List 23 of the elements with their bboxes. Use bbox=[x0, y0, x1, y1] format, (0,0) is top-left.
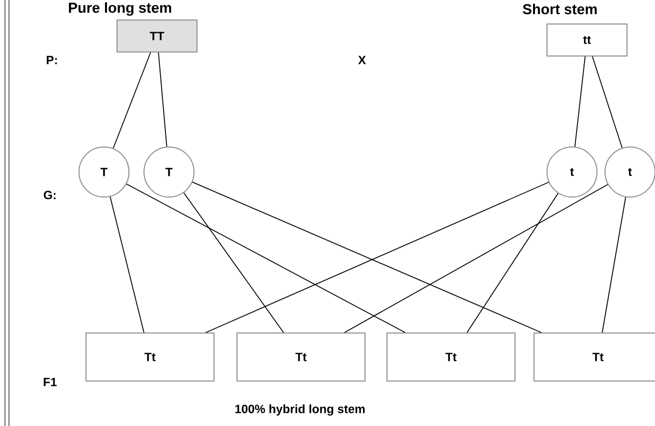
connector-line bbox=[126, 184, 406, 333]
connector-line bbox=[183, 192, 284, 333]
heading-text: Pure long stem bbox=[68, 2, 172, 16]
row-label: F1 bbox=[44, 378, 57, 386]
row-label: X bbox=[358, 56, 366, 64]
connector-line bbox=[110, 196, 144, 333]
row-label: P: bbox=[46, 56, 57, 64]
offspring-box: Tt bbox=[236, 332, 366, 382]
heading-text: Short stem bbox=[522, 4, 597, 14]
connector-line bbox=[574, 56, 586, 148]
result-text: 100% hybrid long stem bbox=[235, 404, 365, 416]
connector-line bbox=[466, 192, 558, 333]
offspring-box: Tt bbox=[534, 332, 655, 382]
offspring-box: Tt bbox=[86, 332, 214, 382]
connector-line bbox=[592, 56, 623, 148]
genotype-box: tt bbox=[546, 24, 628, 56]
row-label: G: bbox=[44, 190, 56, 200]
genotype-box: TT bbox=[116, 20, 198, 52]
connector-line bbox=[112, 52, 152, 149]
connector-line bbox=[344, 184, 608, 333]
connector-line bbox=[602, 196, 626, 333]
connector-line bbox=[158, 52, 168, 148]
offspring-box: Tt bbox=[386, 332, 516, 382]
